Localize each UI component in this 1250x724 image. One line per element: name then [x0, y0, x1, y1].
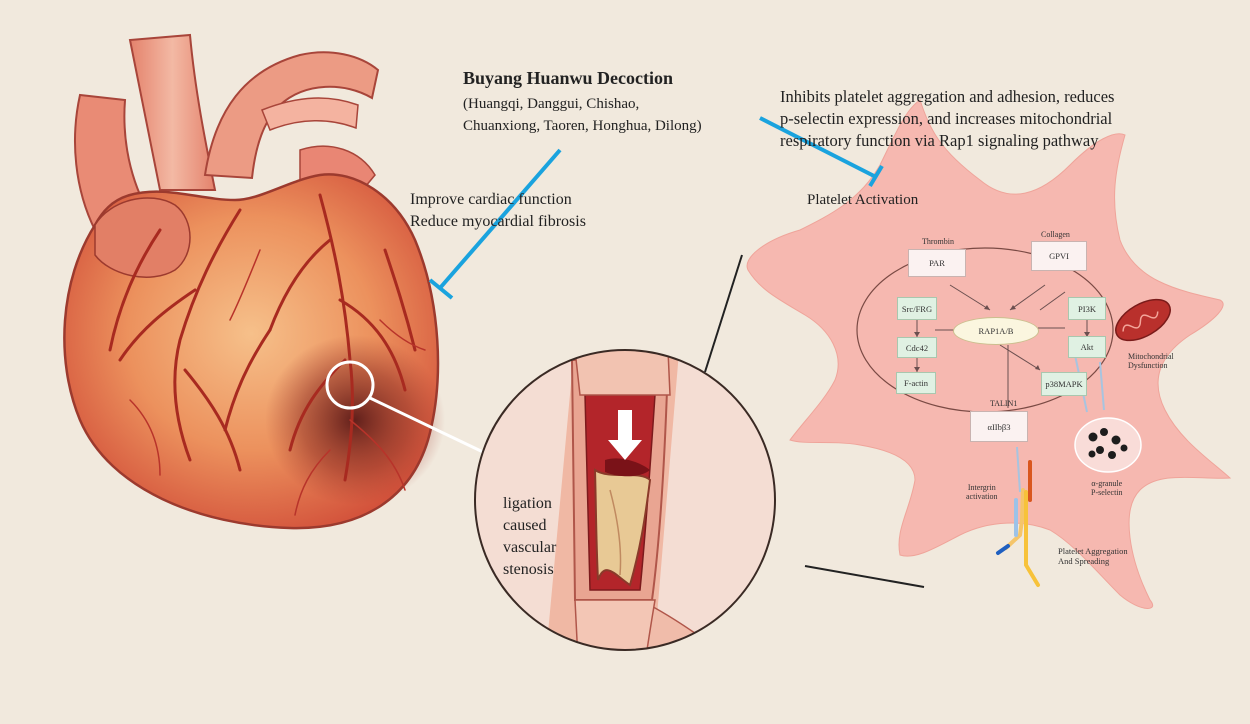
platelet-activation-label: Platelet Activation — [807, 192, 918, 209]
stenosis-line3: vascular — [503, 539, 556, 556]
thrombin-label: Thrombin — [922, 237, 954, 246]
herb-list-line2: Chuanxiong, Taoren, Honghua, Dilong) — [463, 118, 702, 134]
stenosis-line4: stenosis — [503, 561, 554, 578]
mechanism-line3: respiratory function via Rap1 signaling … — [780, 131, 1098, 150]
integrin-act-line2: activation — [966, 492, 998, 501]
mechanism-line2: p-selectin expression, and increases mit… — [780, 109, 1112, 128]
gpvi-node: GPVI — [1031, 241, 1087, 271]
rap1-node: RAP1A/B — [953, 317, 1039, 345]
cardiac-effects-line2: Reduce myocardial fibrosis — [410, 213, 586, 230]
src-frg-node: Src/FRG — [897, 297, 937, 320]
stenosis-line1: ligation — [503, 495, 552, 512]
stenosis-text: ligation caused vascular stenosis — [503, 493, 556, 581]
treatment-title: Buyang Huanwu Decoction — [463, 68, 673, 89]
integrin-node: αIIbβ3 — [970, 411, 1028, 442]
mito-line2: Dysfunction — [1128, 361, 1168, 370]
heart-illustration — [64, 35, 483, 528]
granule-line2: P-selectin — [1091, 488, 1123, 497]
herb-list: (Huangqi, Danggui, Chishao, Chuanxiong, T… — [463, 93, 702, 137]
par-node: PAR — [908, 249, 966, 277]
integrin-act-line1: Intergrin — [968, 483, 996, 492]
aggregation-line1: Platelet Aggregation — [1058, 546, 1128, 556]
granule-line1: α-granule — [1091, 479, 1122, 488]
mechanism-text: Inhibits platelet aggregation and adhesi… — [780, 86, 1114, 152]
cdc42-node: Cdc42 — [897, 337, 937, 358]
mito-line1: Mitochondrial — [1128, 352, 1174, 361]
akt-node: Akt — [1068, 336, 1106, 358]
stenosis-line2: caused — [503, 517, 547, 534]
cardiac-effects-line1: Improve cardiac function — [410, 191, 572, 208]
talin1-label: TALIN1 — [990, 399, 1017, 408]
herb-list-line1: (Huangqi, Danggui, Chishao, — [463, 96, 639, 112]
f-actin-node: F-actin — [896, 372, 936, 394]
collagen-label: Collagen — [1041, 230, 1070, 239]
p38mapk-node: p38MAPK — [1041, 372, 1087, 396]
aggregation-line2: And Spreading — [1058, 556, 1109, 566]
pi3k-node: PI3K — [1068, 297, 1106, 320]
mechanism-line1: Inhibits platelet aggregation and adhesi… — [780, 87, 1114, 106]
